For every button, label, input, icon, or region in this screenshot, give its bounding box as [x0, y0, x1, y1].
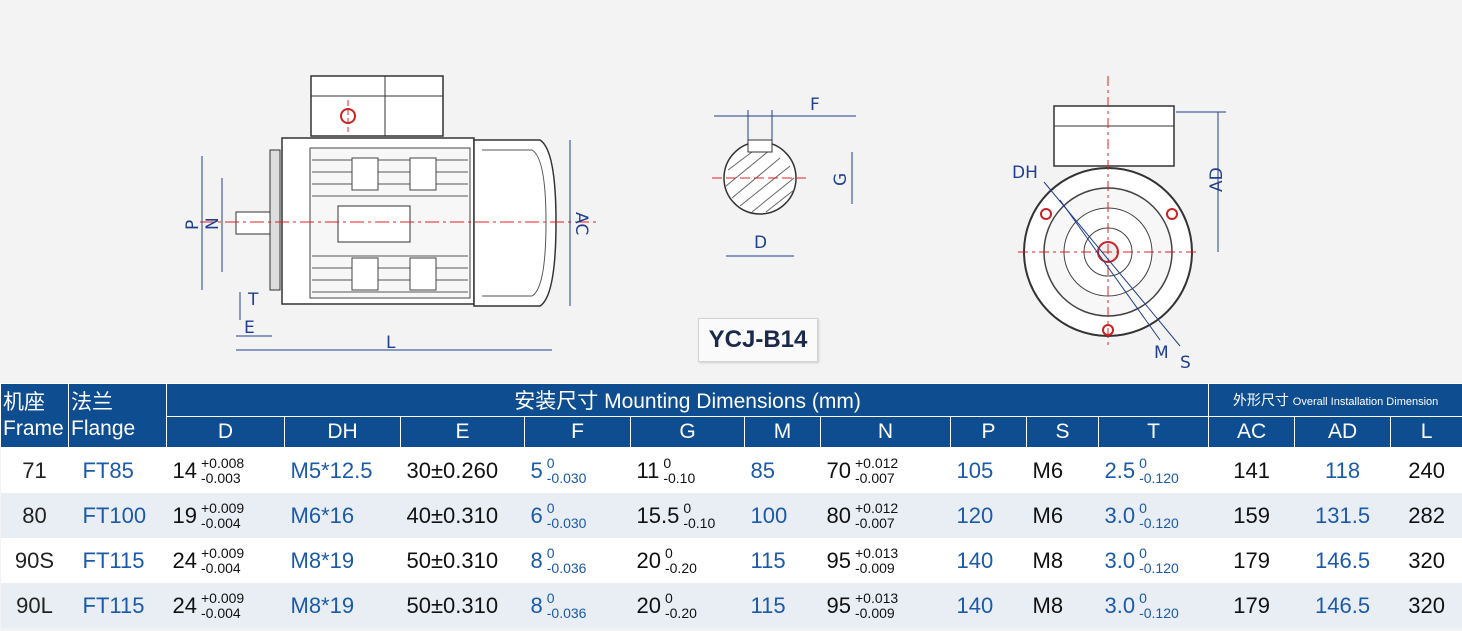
dim-label-g: G — [831, 173, 851, 186]
col-t: T — [1097, 416, 1210, 448]
dim-label-s: S — [1180, 353, 1191, 373]
dim-label-p: P — [183, 220, 203, 230]
col-p: P — [950, 416, 1027, 448]
dim-label-m: M — [1154, 343, 1169, 363]
model-label: YCJ-B14 — [698, 318, 818, 362]
col-n: N — [820, 416, 951, 448]
col-g: G — [630, 416, 745, 448]
col-ac: AC — [1208, 416, 1296, 448]
dim-label-ac: AC — [571, 212, 591, 235]
dim-label-d: D — [754, 233, 767, 253]
col-s: S — [1026, 416, 1099, 448]
dim-label-l: L — [386, 333, 396, 353]
table-row: 71 FT85 14+0.008-0.003 M5*12.5 30±0.260 … — [0, 447, 1462, 493]
header-mounting: 安装尺寸 Mounting Dimensions (mm) — [165, 383, 1210, 417]
col-e: E — [400, 416, 525, 448]
dim-label-dh: DH — [1012, 163, 1038, 183]
dim-label-e: E — [244, 318, 255, 338]
header-flange: 法兰 Flange — [68, 383, 167, 448]
table-row: 80 FT100 19+0.009-0.004 M6*16 40±0.310 6… — [0, 493, 1462, 538]
dim-label-f: F — [810, 95, 820, 115]
col-dh: DH — [284, 416, 401, 448]
motor-side-view: P N T E L AC — [183, 75, 600, 353]
col-l: L — [1390, 416, 1462, 448]
col-d: D — [166, 416, 285, 448]
dimension-table: 机座 Frame 法兰 Flange 安装尺寸 Mounting Dimensi… — [0, 383, 1462, 628]
table-row: 90L FT115 24+0.009-0.004 M8*19 50±0.310 … — [0, 583, 1462, 628]
table-row: 90S FT115 24+0.009-0.004 M8*19 50±0.310 … — [0, 538, 1462, 583]
drawings-area: P N T E L AC F G D — [183, 75, 1227, 373]
dim-label-n: N — [203, 217, 223, 230]
col-f: F — [524, 416, 631, 448]
dim-label-ad: AD — [1207, 167, 1227, 192]
dim-label-t: T — [247, 290, 259, 310]
col-m: M — [744, 416, 821, 448]
header-frame: 机座 Frame — [0, 383, 69, 448]
col-ad: AD — [1294, 416, 1392, 448]
header-overall: 外形尺寸 Overall Installation Dimension — [1208, 383, 1462, 417]
